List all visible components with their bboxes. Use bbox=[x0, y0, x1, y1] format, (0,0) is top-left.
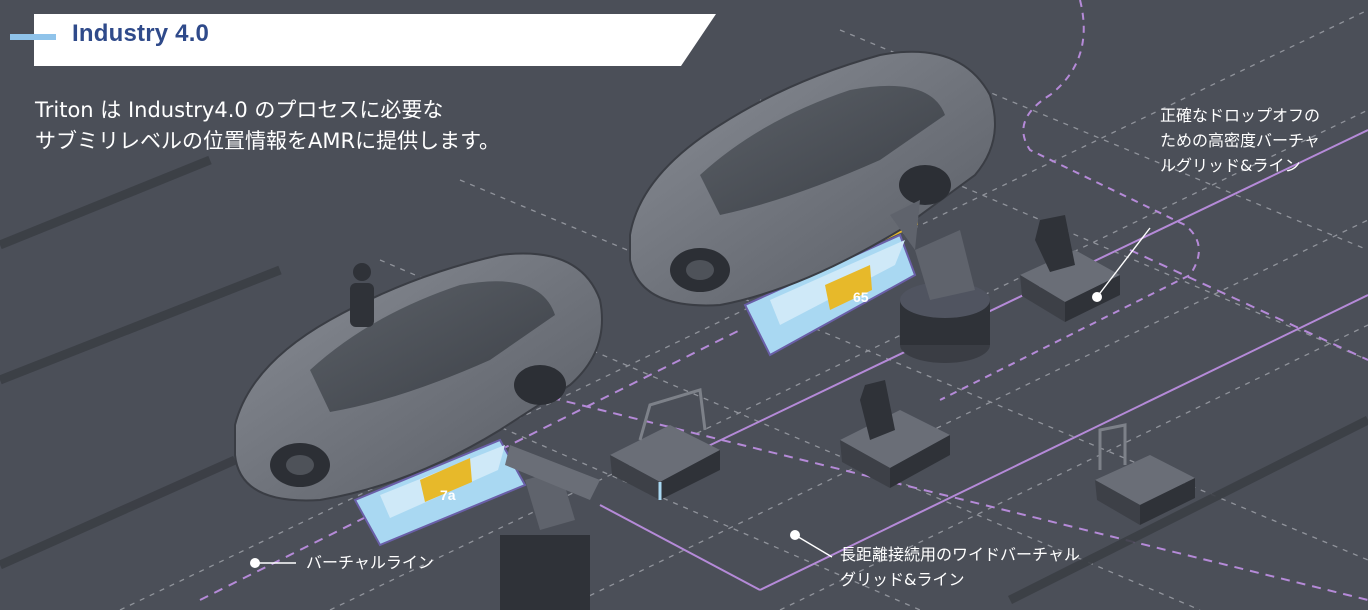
callout-dots bbox=[250, 292, 1102, 568]
banner-title: Industry 4.0 bbox=[72, 20, 210, 47]
rear-car-assembly: 65 bbox=[629, 50, 996, 357]
agv-number-rear: 65 bbox=[853, 289, 869, 305]
front-car-assembly: 7a bbox=[234, 252, 603, 547]
callout-dropoff-line-2: ための高密度バーチャ bbox=[1160, 131, 1320, 150]
amr-cart-seat-rear bbox=[1020, 215, 1120, 322]
callout-pointers bbox=[255, 227, 1151, 564]
agv-number-front: 7a bbox=[440, 487, 456, 503]
callout-virtual-line: バーチャルライン bbox=[306, 550, 434, 575]
accent-bar bbox=[10, 34, 56, 40]
intro-line-1: Triton は Industry4.0 のプロセスに必要な bbox=[35, 98, 444, 122]
callout-wide-grid: 長距離接続用のワイドバーチャル グリッド&ライン bbox=[840, 542, 1080, 592]
robot-arm-center bbox=[890, 200, 990, 363]
amr-cart-center-left bbox=[610, 388, 720, 500]
robot-arm-front bbox=[500, 445, 600, 610]
worker-figure bbox=[350, 263, 374, 327]
callout-dropoff-line-1: 正確なドロップオフの bbox=[1160, 106, 1321, 125]
callout-dropoff-line-3: ルグリッド&ライン bbox=[1160, 156, 1301, 175]
conveyor-rails bbox=[0, 155, 1368, 605]
amr-cart-seat-center bbox=[840, 380, 950, 488]
callout-dropoff-grid: 正確なドロップオフの ための高密度バーチャ ルグリッド&ライン bbox=[1160, 103, 1320, 178]
callout-wide-line-2: グリッド&ライン bbox=[840, 570, 965, 589]
amr-cart-right bbox=[1095, 423, 1195, 525]
intro-text: Triton は Industry4.0 のプロセスに必要な サブミリレベルの位… bbox=[35, 95, 500, 157]
intro-line-2: サブミリレベルの位置情報をAMRに提供します。 bbox=[35, 129, 500, 153]
callout-virtual-line-text: バーチャルライン bbox=[306, 553, 434, 572]
callout-wide-line-1: 長距離接続用のワイドバーチャル bbox=[840, 545, 1080, 564]
title-banner bbox=[10, 14, 716, 66]
